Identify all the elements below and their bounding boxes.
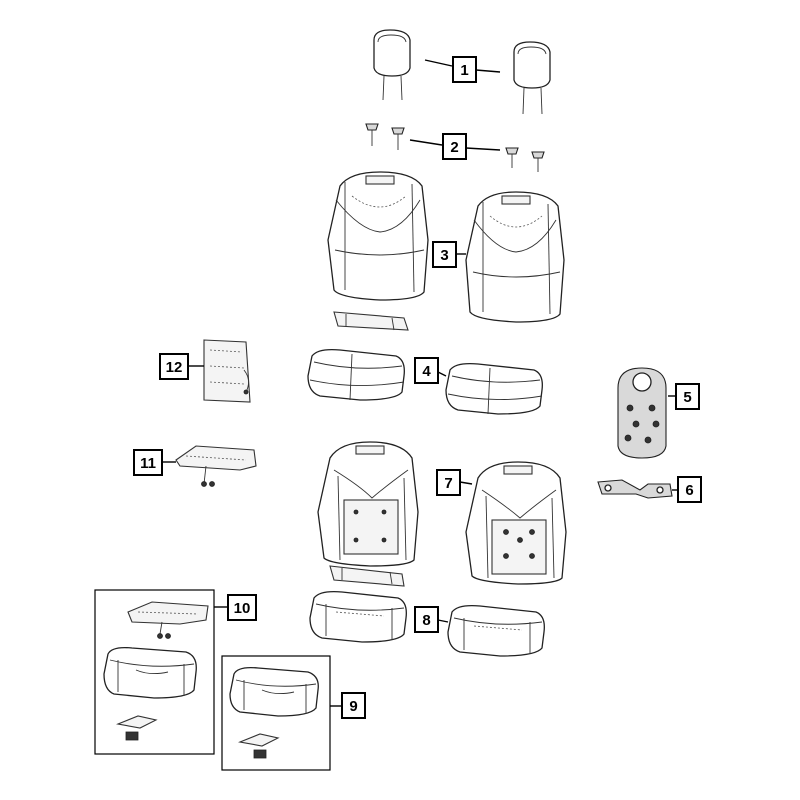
seatback-heater-element [203,339,251,403]
callout-12[interactable]: 12 [159,353,204,380]
part-9-group [221,655,331,771]
part-9-module [238,733,280,759]
callout-2[interactable]: 2 [409,133,501,160]
callout-11-number: 11 [140,455,156,472]
callout-7[interactable]: 7 [436,469,473,496]
part-9-cushion [229,666,319,717]
callout-1[interactable]: 1 [424,56,501,83]
cushion-heater-element [175,445,257,487]
callout-4[interactable]: 4 [414,357,447,384]
callout-10-number: 10 [234,600,251,617]
callout-9-number: 9 [349,698,357,715]
cushion-cover-right [445,362,543,415]
callout-9[interactable]: 9 [330,692,366,719]
callout-5-number: 5 [683,389,691,406]
callout-6-number: 6 [685,482,693,499]
seatback-pad-left [317,441,419,567]
headrest-right [513,41,551,115]
callout-6[interactable]: 6 [672,476,702,503]
mounting-bracket [597,479,673,499]
callout-4-number: 4 [422,363,431,380]
part-10-group [94,589,215,755]
callout-11[interactable]: 11 [133,449,176,476]
seatback-pad-right [465,461,567,585]
callout-7-number: 7 [444,475,452,492]
seatback-cover-right [465,191,565,323]
part-10-heater-pad [127,601,209,639]
callout-3[interactable]: 3 [432,241,466,268]
callout-3-number: 3 [440,247,448,264]
cushion-cover-left [307,348,405,401]
callout-10[interactable]: 10 [214,594,257,621]
seatback-cover-left [327,171,429,301]
headrest-guides [365,123,545,172]
cushion-pad-left [309,590,407,643]
callout-8-number: 8 [422,612,430,629]
callout-5[interactable]: 5 [668,383,700,410]
lumbar-support [617,367,667,459]
callout-1-number: 1 [460,62,468,79]
part-10-cushion [103,646,197,699]
callout-12-number: 12 [166,359,183,376]
callout-2-number: 2 [450,139,458,156]
seatback-lower-trim [333,311,409,331]
part-10-module [116,715,158,741]
headrest-left [373,29,411,101]
seatback-pad-lower-trim [329,565,405,587]
callout-8[interactable]: 8 [414,606,449,633]
cushion-pad-right [447,604,545,657]
